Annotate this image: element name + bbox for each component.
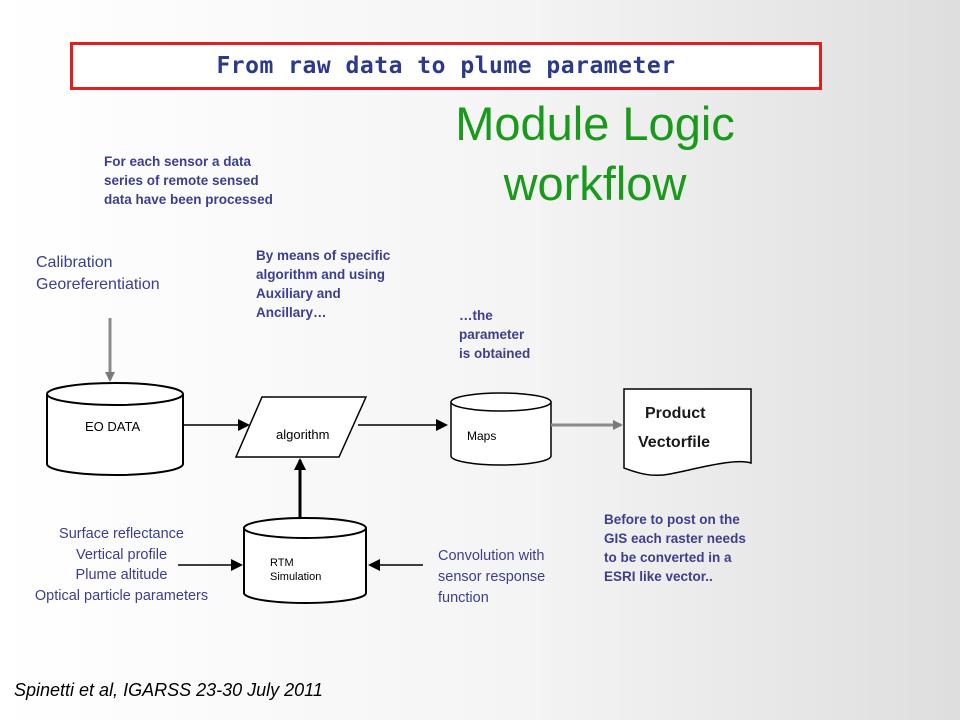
rtm-label: RTM bbox=[270, 557, 294, 569]
parameter-note-line: …the bbox=[459, 308, 493, 323]
convolution-note-line: function bbox=[438, 590, 489, 606]
parameter-note-line: parameter bbox=[459, 327, 525, 342]
maps-label: Maps bbox=[467, 429, 496, 443]
simulation-label: Simulation bbox=[270, 571, 321, 583]
algorithm-note-line: algorithm and using bbox=[256, 267, 386, 282]
parameter-note-line: is obtained bbox=[459, 346, 531, 361]
input-item: Surface reflectance bbox=[59, 526, 184, 542]
input-item: Plume altitude bbox=[75, 567, 168, 583]
slide-title: From raw data to plume parameter bbox=[216, 53, 676, 79]
rtm-inputs-list: Surface reflectance Vertical profile Plu… bbox=[14, 524, 229, 606]
parameter-note: …the parameter is obtained bbox=[459, 306, 530, 363]
gis-note-line: to be converted in a bbox=[604, 550, 732, 565]
rtm-simulation-cylinder: RTM Simulation bbox=[243, 517, 367, 604]
algorithm-note-line: Auxiliary and bbox=[256, 286, 341, 301]
convolution-note: Convolution with sensor response functio… bbox=[438, 546, 545, 609]
algorithm-label: algorithm bbox=[276, 427, 329, 442]
vectorfile-label: Vectorfile bbox=[638, 434, 710, 451]
gis-note-line: GIS each raster needs bbox=[604, 531, 746, 546]
product-vectorfile-node: Product Vectorfile bbox=[623, 388, 752, 477]
sensor-note-line: data have been processed bbox=[104, 192, 273, 207]
convolution-note-line: Convolution with bbox=[438, 548, 545, 564]
algorithm-node: algorithm bbox=[234, 396, 368, 458]
sensor-note-line: series of remote sensed bbox=[104, 173, 259, 188]
title-box: From raw data to plume parameter bbox=[70, 42, 822, 90]
citation: Spinetti et al, IGARSS 23-30 July 2011 bbox=[14, 680, 323, 700]
eo-data-cylinder: EO DATA bbox=[46, 382, 184, 476]
input-item: Optical particle parameters bbox=[34, 587, 209, 604]
sensor-note-line: For each sensor a data bbox=[104, 154, 252, 169]
calibration-line: Calibration bbox=[36, 254, 113, 271]
gis-note-line: Before to post on the bbox=[604, 512, 740, 527]
product-label: Product bbox=[645, 405, 706, 422]
input-item: Vertical profile bbox=[75, 546, 168, 563]
module-logic-heading: Module Logic workflow bbox=[380, 94, 810, 214]
heading-line-2: workflow bbox=[503, 157, 687, 210]
convolution-note-line: sensor response bbox=[438, 569, 546, 585]
gis-note: Before to post on the GIS each raster ne… bbox=[604, 510, 746, 586]
sensor-note: For each sensor a data series of remote … bbox=[104, 152, 273, 209]
algorithm-note-line: Ancillary… bbox=[256, 305, 327, 320]
heading-line-1: Module Logic bbox=[455, 97, 735, 150]
eo-data-label: EO DATA bbox=[85, 419, 140, 434]
calibration-label: Calibration Georeferentiation bbox=[36, 252, 160, 296]
georeferentiation-line: Georeferentiation bbox=[36, 276, 160, 293]
maps-cylinder: Maps bbox=[450, 392, 552, 466]
algorithm-note-line: By means of specific bbox=[256, 248, 391, 263]
algorithm-note: By means of specific algorithm and using… bbox=[256, 246, 390, 322]
gis-note-line: ESRI like vector.. bbox=[604, 569, 713, 584]
